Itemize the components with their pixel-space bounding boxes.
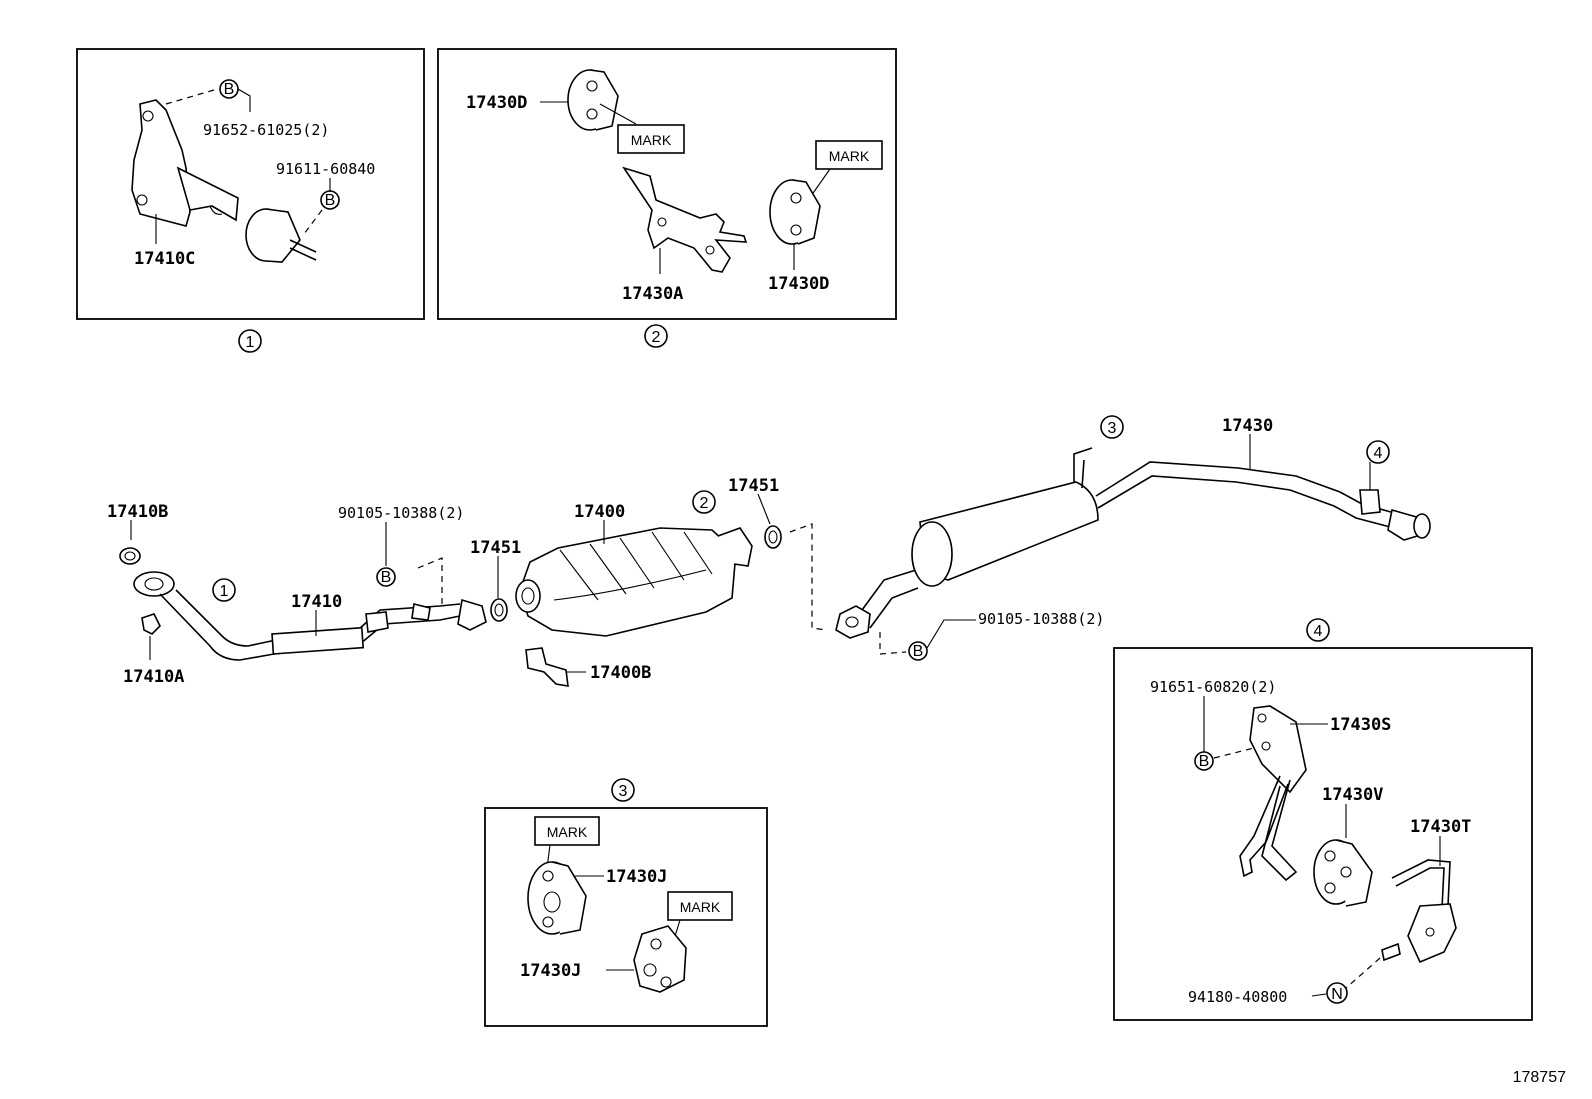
mark-label-inset3-right: MARK [680,899,721,915]
callout-2-inset [644,324,668,348]
bolt-letter: B [325,192,336,209]
gasket-17451-rear-drawing [764,525,782,549]
converter-17400-drawing [515,527,753,637]
front-pipe-17410-drawing [133,571,487,661]
bracket-17430t-drawing [1391,859,1457,964]
inset-1-frame [76,48,425,320]
inset-4-frame [1113,647,1533,1021]
mark-box-right [815,140,883,170]
bolt-symbol [1194,751,1214,771]
stud-drawing [1381,942,1401,962]
part-label-90105-10388-front: 90105-10388(2) [338,504,464,522]
inset-3: MARK 17430J MARK 17430J [484,807,768,1027]
rubber-mount-drawing [245,208,317,263]
callout-3-inset [611,778,635,802]
part-label-17410b: 17410B [107,502,168,522]
tail-pipe-17430-drawing [835,447,1431,639]
bolt-symbol [908,641,928,661]
hanger-17430d-right-drawing [769,179,821,245]
callout-4-inset-number: 4 [1314,623,1323,640]
callout-4-main-number: 4 [1374,445,1383,462]
part-label-17410c: 17410C [134,249,195,269]
callout-3-main-number: 3 [1108,420,1117,437]
gasket-17451-front-drawing [490,598,508,622]
bolt-symbol [320,190,340,210]
diagram-id: 178757 [1513,1069,1566,1086]
bracket-17410c-drawing [131,99,239,227]
part-label-17430d-top: 17430D [466,93,527,113]
callout-3-main [1100,415,1124,439]
bolt-letter: B [1199,753,1210,770]
part-label-17430v: 17430V [1322,785,1383,805]
nut-letter: N [1331,986,1343,1003]
part-label-17430j-b: 17430J [520,961,581,981]
bolt-letter: B [381,569,392,586]
mark-box-inset3-right [667,891,733,921]
hanger-17430v-drawing [1313,839,1373,907]
callout-4-main [1366,440,1390,464]
main-assembly: 17410B 17410A 17410 1 90105-10388(2) B [107,415,1431,687]
inset-4: 91651-60820(2) B 17430S 17430V 17430T [1113,647,1533,1021]
bolt-symbol [376,567,396,587]
part-label-17430d-right: 17430D [768,274,829,294]
part-label-17430: 17430 [1222,416,1273,436]
callout-2-inset-number: 2 [652,329,661,346]
callout-1-inset [238,329,262,353]
part-label-17451-rear: 17451 [728,476,779,496]
part-label-91651-60820: 91651-60820(2) [1150,678,1276,696]
mark-box-inset3-left [534,816,600,846]
gasket-17410b-drawing [119,547,141,565]
bracket-17430a-drawing [622,166,748,273]
mark-label-right: MARK [829,148,870,164]
callout-4-inset [1306,618,1330,642]
hanger-17430j-a-drawing [527,861,587,935]
part-label-17400: 17400 [574,502,625,522]
part-label-90105-10388-rear: 90105-10388(2) [978,610,1104,628]
part-label-17410a: 17410A [123,667,184,687]
nut-symbol [1326,982,1348,1004]
part-label-17410: 17410 [291,592,342,612]
callout-3-inset-number: 3 [619,783,628,800]
inset-2-frame [437,48,897,320]
nut-17410a-drawing [141,613,161,635]
inset-1: B 91652-61025(2) 91611-60840 B 17410C [76,48,425,320]
part-label-91652-61025: 91652-61025(2) [203,121,329,139]
callout-1-main [212,578,236,602]
callout-2-main-number: 2 [700,495,709,512]
hanger-17430d-top-drawing [567,69,619,131]
hanger-17430j-b-drawing [633,925,687,993]
part-label-17400b: 17400B [590,663,651,683]
callout-2-main [692,490,716,514]
callout-1-inset-number: 1 [246,334,255,351]
part-label-91611-60840: 91611-60840 [276,160,375,178]
bolt-letter: B [224,81,235,98]
part-label-94180-40800: 94180-40800 [1188,988,1287,1006]
part-label-17430a: 17430A [622,284,683,304]
inset-2: 17430D MARK 17430A MARK 17430D [437,48,897,320]
part-label-17430s: 17430S [1330,715,1391,735]
inset-3-frame [484,807,768,1027]
part-label-17430j-a: 17430J [606,867,667,887]
bracket-17430s-drawing [1239,705,1307,882]
mark-label-top: MARK [631,132,672,148]
callout-1-main-number: 1 [220,583,229,600]
bracket-17400b-drawing [525,647,569,687]
part-label-17451-front: 17451 [470,538,521,558]
bolt-letter: B [913,643,924,660]
part-label-17430t: 17430T [1410,817,1471,837]
mark-label-inset3-left: MARK [547,824,588,840]
mark-box-top [617,124,685,154]
